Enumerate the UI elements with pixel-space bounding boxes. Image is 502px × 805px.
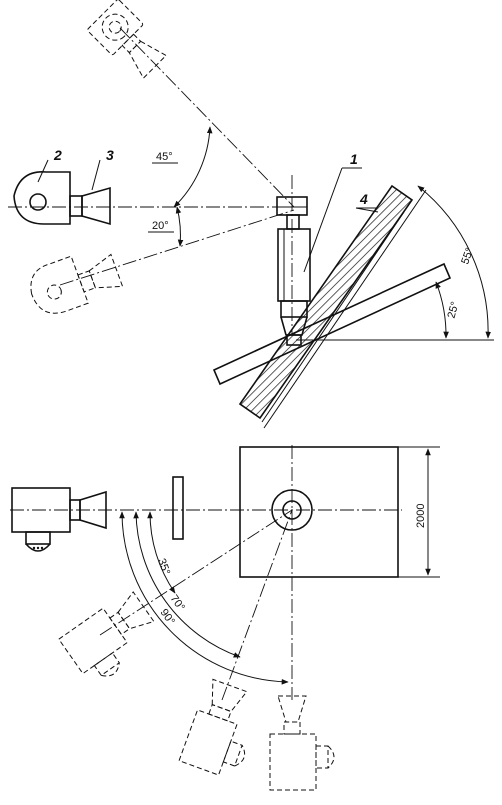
angle-label-35: 35° [155, 557, 172, 577]
camera-unit [13, 171, 111, 226]
sightline-20 [59, 209, 295, 286]
callout-4: 4 [359, 191, 368, 207]
callout-3: 3 [106, 147, 114, 163]
angle-arc-35 [147, 511, 176, 594]
angle-arc-20 [175, 206, 184, 247]
angle-arc-45 [173, 126, 213, 208]
target-ring-inner [282, 500, 302, 520]
camera-unit-side [11, 487, 107, 552]
target-board [239, 446, 399, 578]
camera-position-90 [269, 695, 335, 791]
sightline-35 [99, 509, 293, 636]
camera-position-70 [178, 678, 248, 776]
angle-label-45: 45° [156, 151, 173, 163]
angle-label-55: 55° [459, 246, 476, 266]
angle-arc-25 [435, 281, 449, 339]
camera-position-upper [87, 0, 167, 79]
angle-arc-90 [119, 511, 289, 685]
callout-1: 1 [350, 151, 358, 167]
target-ring-outer [271, 489, 313, 531]
angle-arc-55 [417, 185, 492, 339]
callout-2: 2 [53, 147, 62, 163]
camera-position-lower [30, 253, 124, 314]
glass-plate-55 [238, 184, 414, 420]
sightline-45 [119, 27, 295, 208]
bottom-view: 2000 35° 70° 90° [10, 445, 440, 791]
glass-plate-side [172, 476, 184, 540]
angle-label-20: 20° [152, 220, 169, 232]
angle-label-90: 90° [158, 607, 177, 628]
dimension-2000: 2000 [415, 504, 427, 528]
angle-label-25: 25° [446, 300, 462, 319]
top-view: 45° 20° 2 3 1 4 [8, 0, 494, 429]
